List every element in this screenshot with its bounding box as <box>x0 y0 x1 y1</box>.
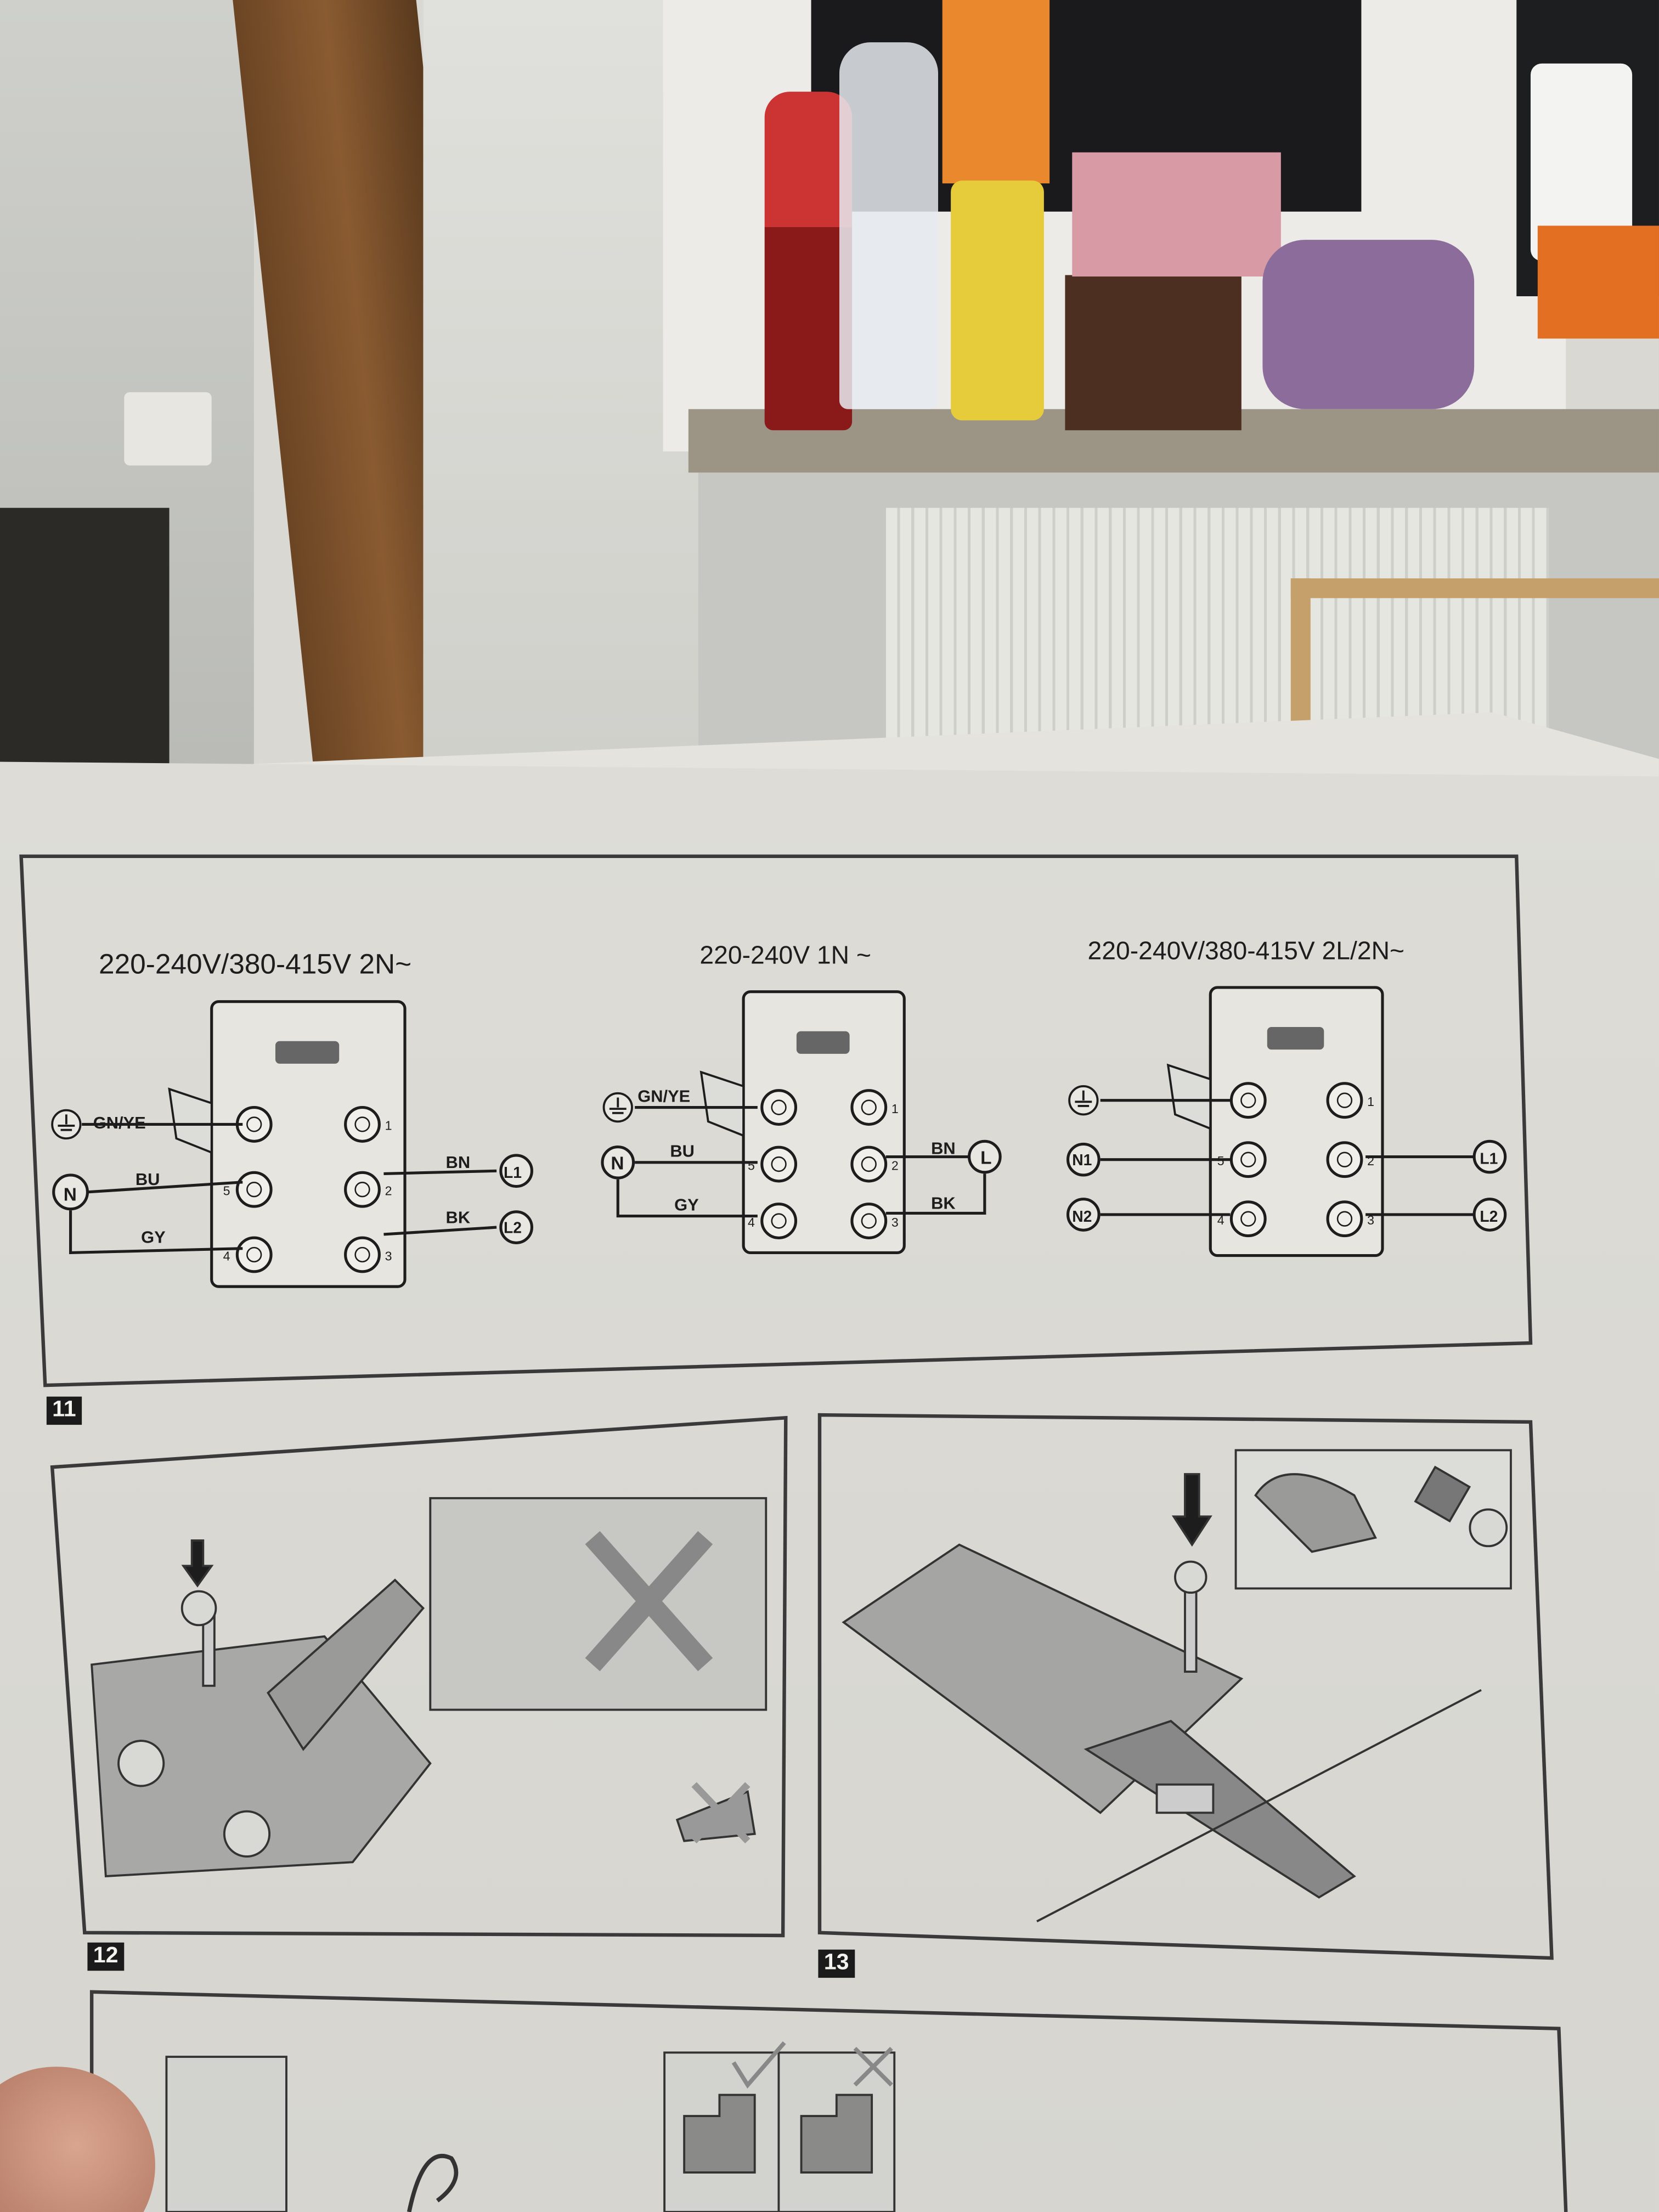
bottle-cola <box>764 92 853 431</box>
terminal-number: 4 <box>748 1215 755 1229</box>
source-label-l: L <box>980 1148 991 1168</box>
bottle-yellow <box>951 180 1044 421</box>
terminal-screw <box>344 1171 381 1208</box>
source-circle <box>1066 1198 1101 1232</box>
panel-frame-12 <box>50 1415 788 1938</box>
terminal-number: 3 <box>891 1215 899 1229</box>
terminal-screw <box>1229 1082 1267 1119</box>
illustration-cable-clamp-screw <box>842 1449 1512 1922</box>
terminal-screw <box>760 1146 798 1183</box>
terminal-number: 5 <box>223 1183 230 1198</box>
source-label-l2: L2 <box>1480 1207 1498 1225</box>
terminal-screw <box>760 1203 798 1239</box>
source-circle <box>52 1173 89 1211</box>
terminal-number: 5 <box>748 1158 755 1172</box>
illustration-screw-cable-clamp <box>91 1497 768 1877</box>
source-circle <box>1472 1139 1507 1174</box>
terminal-screw <box>1229 1141 1267 1178</box>
box-pink <box>1072 152 1281 276</box>
terminal-screw <box>344 1236 381 1273</box>
wall-outlet <box>124 392 212 466</box>
wire-label-gy: GY <box>674 1195 699 1214</box>
source-circle <box>1066 1142 1101 1177</box>
wire-label-bu: BU <box>136 1170 160 1189</box>
diagram-title-2l2n: 220-240V/380-415V 2L/2N~ <box>1088 936 1405 965</box>
wire-label-gy: GY <box>141 1227 166 1246</box>
step-number-11: 11 <box>46 1396 82 1425</box>
terminal-screw <box>1229 1200 1267 1238</box>
wire-label-bn: BN <box>931 1138 956 1158</box>
source-circle <box>1472 1198 1507 1232</box>
diagram-title-2n: 220-240V/380-415V 2N~ <box>99 947 411 979</box>
source-circle <box>601 1145 635 1180</box>
terminal-number: 3 <box>385 1249 392 1263</box>
earth-label: GN/YE <box>93 1113 146 1132</box>
terminal-screw <box>760 1089 798 1126</box>
terminal-screw <box>850 1203 888 1239</box>
source-circle <box>499 1210 533 1244</box>
bag-purple <box>1262 240 1475 409</box>
wire-label-bu: BU <box>670 1142 695 1161</box>
terminal-screw <box>1326 1082 1363 1119</box>
wire-label-bn: BN <box>446 1153 471 1172</box>
wire-label-bk: BK <box>931 1194 956 1213</box>
chair <box>1290 578 1659 740</box>
terminal-screw <box>850 1146 888 1183</box>
source-circle <box>967 1139 1002 1174</box>
source-label-n1: N1 <box>1072 1151 1092 1169</box>
can-orange <box>942 0 1050 184</box>
terminal-number: 1 <box>385 1119 392 1133</box>
terminal-number: 2 <box>891 1158 899 1172</box>
diagram-title-1n: 220-240V 1N ~ <box>699 940 871 969</box>
wire-label-bk: BK <box>446 1207 471 1227</box>
terminal-screw <box>1326 1141 1363 1178</box>
source-label-l1: L1 <box>504 1164 522 1181</box>
step-number-12: 12 <box>87 1942 124 1971</box>
panel-frame-13 <box>817 1413 1554 1960</box>
dark-furniture <box>0 507 170 790</box>
box-brown <box>1065 275 1242 431</box>
source-label-l2: L2 <box>504 1218 522 1236</box>
cross-icon <box>853 2046 893 2087</box>
earth-bracket <box>168 1087 213 1154</box>
illustration-bottom-panel <box>165 2041 896 2212</box>
terminal-screw <box>1326 1200 1363 1238</box>
step-number-13: 13 <box>818 1949 855 1978</box>
checkmark-icon <box>731 2041 786 2089</box>
terminal-screw <box>344 1105 381 1143</box>
terminal-number: 4 <box>223 1249 230 1263</box>
terminal-number: 1 <box>891 1102 899 1116</box>
source-label-n: N <box>611 1154 624 1174</box>
terminal-screw <box>850 1089 888 1126</box>
terminal-number: 2 <box>385 1183 392 1198</box>
source-label-n: N <box>64 1184 77 1205</box>
bottle-clear <box>839 42 938 409</box>
terminal-number: 3 <box>1367 1213 1374 1227</box>
source-label-l1: L1 <box>1480 1149 1498 1167</box>
radiator <box>885 507 1549 748</box>
earth-label: GN/YE <box>637 1086 690 1105</box>
terminal-number: 1 <box>1367 1094 1374 1109</box>
earth-bracket <box>1166 1063 1212 1130</box>
source-label-n2: N2 <box>1072 1207 1092 1225</box>
container-orange <box>1537 225 1659 339</box>
terminal-number: 4 <box>1217 1213 1224 1227</box>
source-circle <box>499 1154 533 1188</box>
terminal-block: 1 2 5 3 4 <box>168 1000 407 1288</box>
earth-bracket <box>699 1070 745 1137</box>
panel-frame-11 <box>19 854 1533 1387</box>
terminal-screw <box>235 1171 273 1208</box>
terminal-screw <box>235 1236 273 1273</box>
terminal-block: 1 2 5 3 4 <box>699 990 906 1254</box>
